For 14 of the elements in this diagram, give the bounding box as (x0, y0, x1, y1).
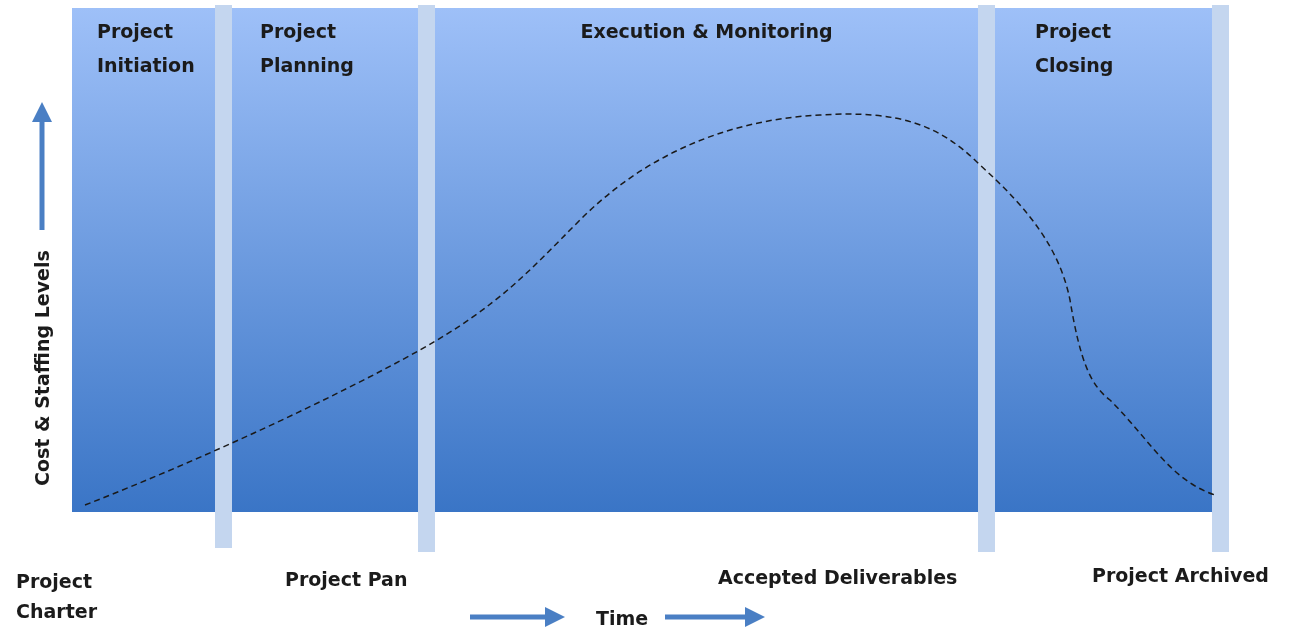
milestone-label: Accepted Deliverables (718, 565, 959, 590)
phase-title: Project Initiation (97, 19, 196, 78)
axis-label: Time (596, 606, 650, 631)
milestone-label: Project Pan (285, 567, 409, 592)
phase-panel (995, 8, 1212, 512)
milestone-label: Project Archived (1092, 563, 1270, 588)
phase-panel (72, 8, 215, 512)
phase-title: Project Closing (1035, 19, 1115, 78)
axis-label: Cost & Staffing Levels (30, 249, 54, 488)
milestone-label: Project Charter (16, 569, 98, 624)
phase-panel (232, 8, 418, 512)
phase-panel (435, 8, 978, 512)
phase-title: Project Planning (260, 19, 355, 78)
phase-title: Execution & Monitoring (579, 19, 834, 44)
